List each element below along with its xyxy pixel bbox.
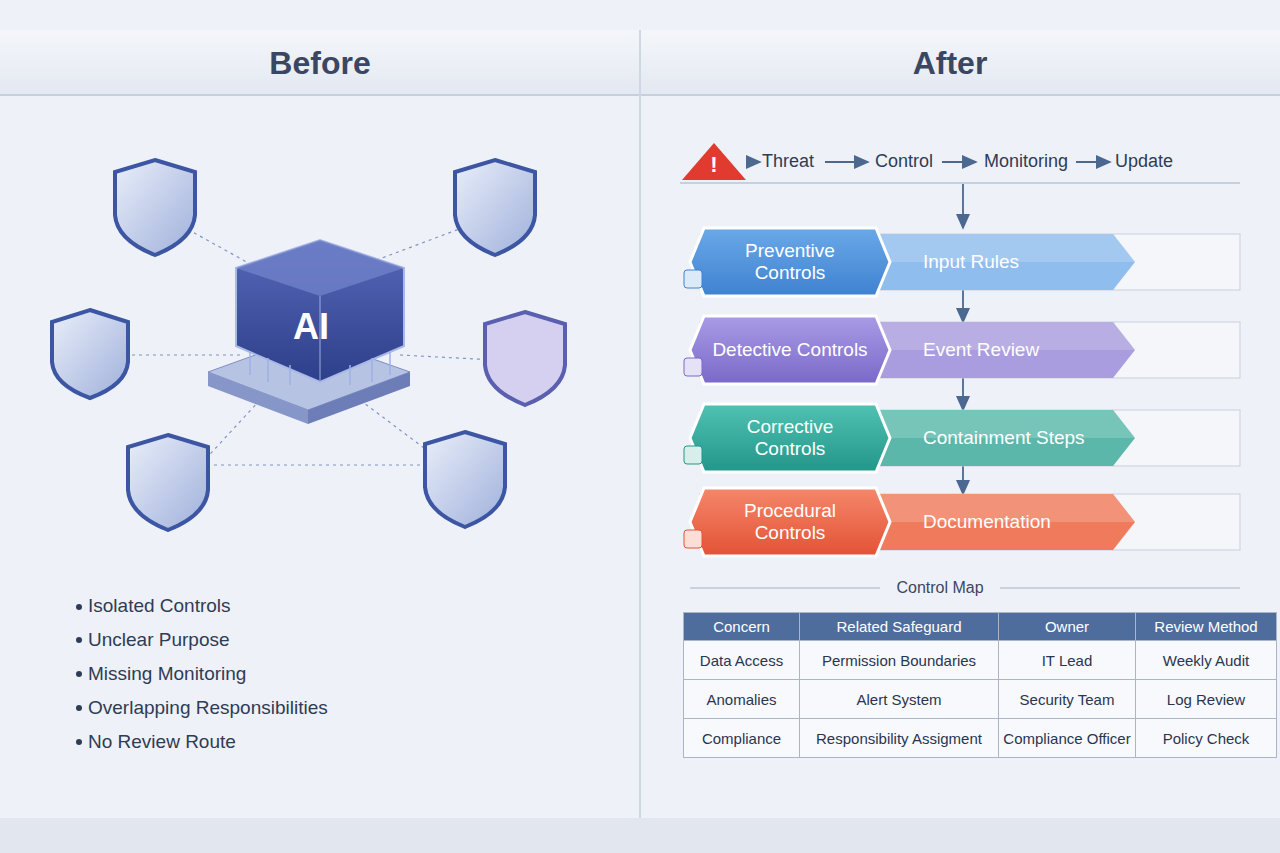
control-category-hex: Procedural Controls — [690, 488, 890, 556]
table-cell: Security Team — [999, 680, 1136, 719]
table-cell: Policy Check — [1136, 719, 1277, 758]
flow-step: Threat — [762, 151, 814, 172]
bullet-item: Overlapping Responsibilities — [88, 697, 328, 719]
panel-divider — [639, 30, 641, 820]
bullet-item: Unclear Purpose — [88, 629, 230, 651]
bullet-dots — [76, 604, 82, 745]
node-text: Event Review — [923, 339, 1039, 361]
table-header: Concern — [684, 613, 800, 641]
node-text: Containment Steps — [923, 427, 1085, 449]
table-cell: Alert System — [800, 680, 999, 719]
table-header: Review Method — [1136, 613, 1277, 641]
table-cell: Log Review — [1136, 680, 1277, 719]
bullet-item: No Review Route — [88, 731, 236, 753]
table-cell: Permission Boundaries — [800, 641, 999, 680]
warning-triangle — [682, 143, 746, 180]
node-text: Preventive Controls — [710, 240, 870, 284]
ai-core: AI — [256, 296, 366, 358]
bullet-item: Missing Monitoring — [88, 663, 246, 685]
node-text: Documentation — [923, 511, 1051, 533]
section-label: Control Map — [896, 579, 983, 597]
flow-connector — [962, 290, 964, 322]
flow-arrows — [748, 162, 1110, 228]
node-text: Detective Controls — [710, 339, 870, 361]
flow-step: Control — [875, 151, 933, 172]
node-text: Input Rules — [923, 251, 1019, 273]
flow-rule — [680, 182, 1240, 184]
dashed-links — [125, 225, 495, 465]
flow-step: Update — [1115, 151, 1173, 172]
node-text: Corrective Controls — [710, 416, 870, 460]
table-cell: Compliance Officer — [999, 719, 1136, 758]
control-category-hex: Detective Controls — [690, 316, 890, 384]
control-map-table: ConcernRelated SafeguardOwnerReview Meth… — [683, 612, 1277, 758]
ai-cube — [236, 240, 404, 385]
table-cell: Anomalies — [684, 680, 800, 719]
bullet-item: Isolated Controls — [88, 595, 231, 617]
table-cell: Weekly Audit — [1136, 641, 1277, 680]
warning-mark: ! — [710, 152, 717, 178]
flow-connector — [962, 378, 964, 410]
table-cell: Data Access — [684, 641, 800, 680]
footer-band — [0, 818, 1280, 853]
shields — [52, 160, 565, 530]
table-cell: IT Lead — [999, 641, 1136, 680]
table-cell: Compliance — [684, 719, 800, 758]
node-text: Procedural Controls — [710, 500, 870, 544]
table-header: Owner — [999, 613, 1136, 641]
flow-connector — [962, 466, 964, 494]
control-category-hex: Corrective Controls — [690, 404, 890, 472]
table-cell: Responsibility Assigment — [800, 719, 999, 758]
panel-title: After — [913, 45, 988, 82]
node-text: AI — [293, 306, 329, 348]
table-header: Related Safeguard — [800, 613, 999, 641]
control-category-hex: Preventive Controls — [690, 228, 890, 296]
flow-step: Monitoring — [984, 151, 1068, 172]
panel-title: Before — [269, 45, 370, 82]
